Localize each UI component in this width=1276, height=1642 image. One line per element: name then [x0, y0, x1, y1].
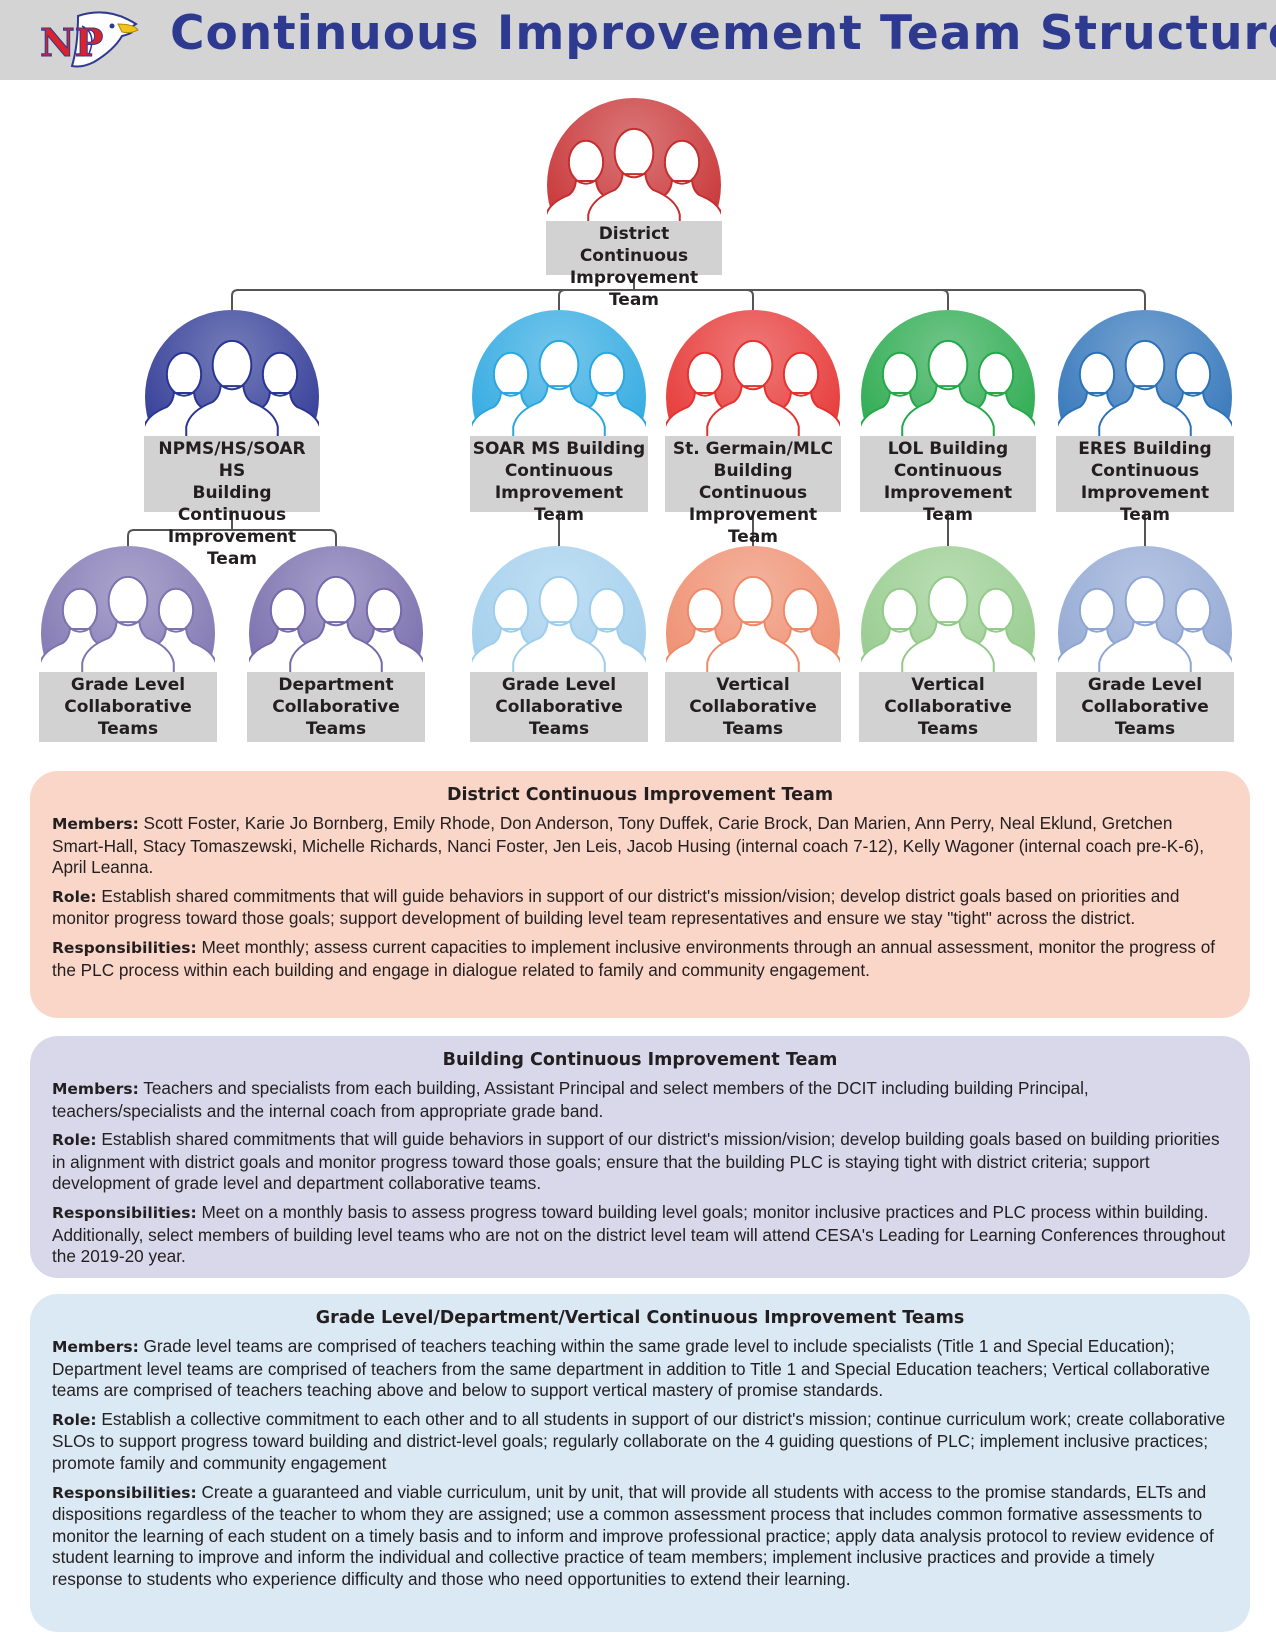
team-people-icon: [861, 546, 1035, 678]
role-text: Establish shared commitments that will g…: [52, 1129, 1220, 1194]
responsibilities-text: Meet monthly; assess current capacities …: [52, 936, 1216, 980]
team-label: Grade Level Collaborative Teams: [470, 672, 648, 742]
team-label: St. Germain/MLC Building Continuous Impr…: [665, 436, 841, 547]
team-people-icon: [41, 546, 215, 678]
team-people-icon: [666, 546, 840, 678]
team-label: ERES Building Continuous Improvement Tea…: [1056, 436, 1234, 525]
team-people-icon: [145, 310, 319, 442]
team-people-icon: [861, 310, 1035, 442]
team-label: District Continuous Improvement Team: [546, 221, 722, 310]
team-label: Grade Level Collaborative Teams: [1056, 672, 1234, 742]
org-connector-lines: [127, 272, 1146, 546]
building-team-section: Building Continuous Improvement Team Mem…: [30, 1036, 1250, 1278]
members-label: Members:: [52, 815, 139, 833]
members-text: Grade level teams are comprised of teach…: [52, 1336, 1210, 1401]
team-people-icon: [1058, 546, 1232, 678]
responsibilities-text: Create a guaranteed and viable curriculu…: [52, 1481, 1214, 1589]
team-label: Department Collaborative Teams: [247, 672, 425, 742]
role-text: Establish shared commitments that will g…: [52, 885, 1180, 929]
team-label: Grade Level Collaborative Teams: [39, 672, 217, 742]
responsibilities-label: Responsibilities:: [52, 938, 197, 957]
responsibilities-label: Responsibilities:: [52, 1203, 197, 1222]
responsibilities-label: Responsibilities:: [52, 1483, 197, 1502]
section-title: Grade Level/Department/Vertical Continuo…: [315, 1308, 965, 1328]
role-label: Role:: [52, 887, 97, 906]
members-label: Members:: [52, 1338, 139, 1356]
team-people-icon: [666, 310, 840, 442]
page-title: Continuous Improvement Team Structure: [170, 6, 1276, 61]
district-team-section: District Continuous Improvement Team Mem…: [30, 771, 1250, 1018]
members-text: Scott Foster, Karie Jo Bornberg, Emily R…: [52, 813, 1205, 878]
team-label: Vertical Collaborative Teams: [665, 672, 841, 742]
members-text: Teachers and specialists from each build…: [52, 1078, 1089, 1121]
role-text: Establish a collective commitment to eac…: [52, 1408, 1226, 1473]
team-people-icon: [547, 98, 721, 230]
team-people-icon: [472, 310, 646, 442]
grade-level-team-section: Grade Level/Department/Vertical Continuo…: [30, 1294, 1250, 1632]
section-title: Building Continuous Improvement Team: [442, 1050, 838, 1070]
svg-text:NP: NP: [40, 20, 103, 65]
eagle-logo: NP: [40, 11, 139, 68]
team-label: SOAR MS Building Continuous Improvement …: [470, 436, 648, 525]
role-label: Role:: [52, 1131, 97, 1150]
team-people-icon: [1058, 310, 1232, 442]
responsibilities-text: Meet on a monthly basis to assess progre…: [52, 1201, 1226, 1267]
section-title: District Continuous Improvement Team: [446, 785, 834, 805]
team-label: NPMS/HS/SOAR HS Building Continuous Impr…: [144, 436, 320, 569]
team-label: LOL Building Continuous Improvement Team: [860, 436, 1036, 525]
role-label: Role:: [52, 1410, 97, 1429]
members-label: Members:: [52, 1080, 139, 1098]
header-bar: NP Continuous Improvement Team Structure: [0, 0, 1276, 80]
team-label: Vertical Collaborative Teams: [859, 672, 1037, 742]
team-people-icon: [249, 546, 423, 678]
team-people-icon: [472, 546, 646, 678]
